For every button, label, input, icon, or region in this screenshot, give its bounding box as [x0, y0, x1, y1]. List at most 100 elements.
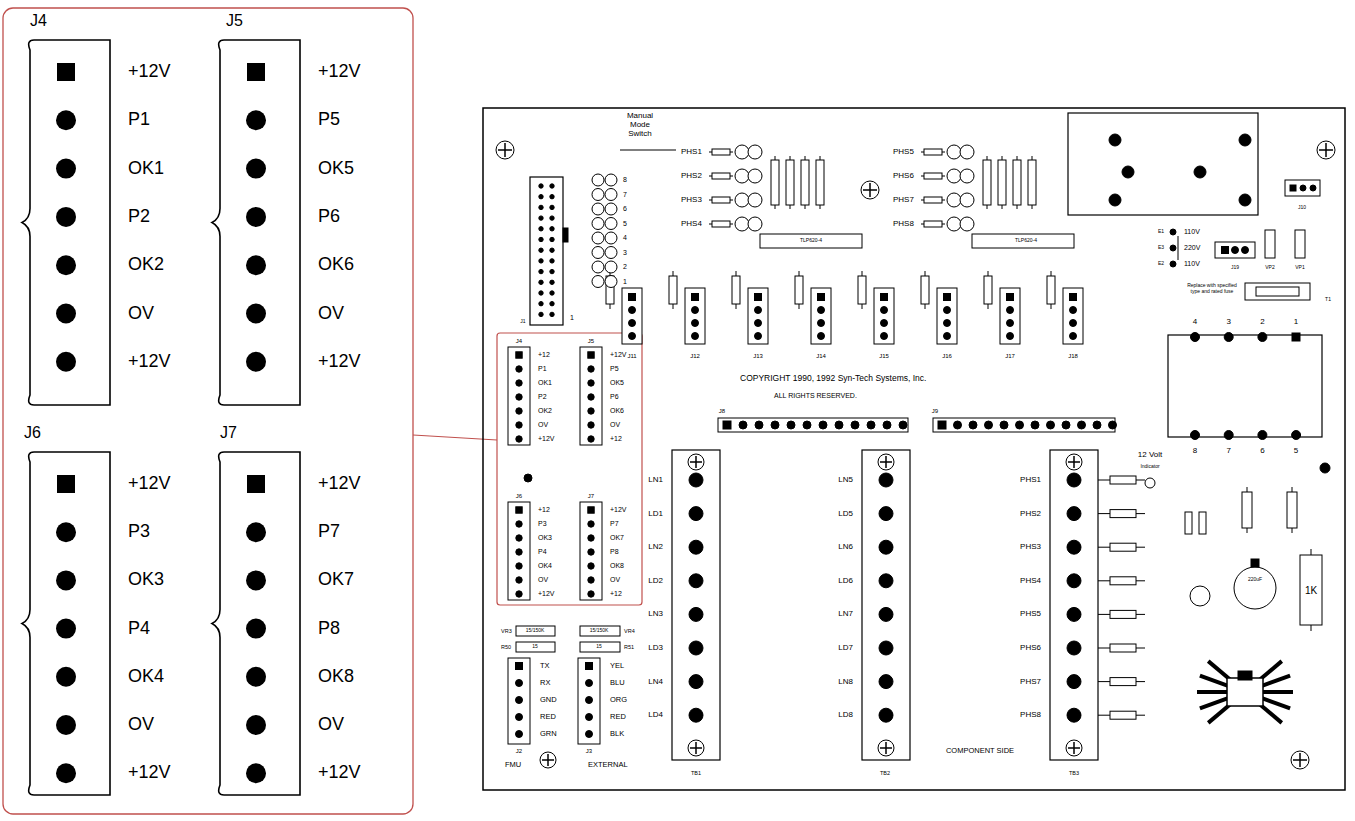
board-label: 12 Volt — [1138, 451, 1162, 460]
board-label: J14 — [816, 353, 826, 360]
resistor-symbol — [984, 276, 992, 304]
pin-label: P5 — [318, 110, 340, 130]
resistor-symbol — [1242, 492, 1252, 528]
resistor-symbol — [1110, 610, 1136, 618]
transistor-symbol — [960, 217, 974, 231]
led-symbol — [735, 145, 749, 159]
board-label: PHS8 — [1020, 711, 1041, 720]
terminal-block — [1050, 450, 1098, 760]
connector-outline — [685, 288, 705, 344]
component-outline — [1295, 230, 1305, 258]
board-label: +12V — [610, 351, 627, 359]
pin — [1070, 307, 1077, 314]
led-symbol — [947, 217, 961, 231]
pin — [516, 366, 522, 372]
terminal-hole — [689, 574, 703, 588]
resistor-symbol — [516, 642, 555, 652]
heatsink-fin — [1262, 676, 1290, 686]
board-label: 15/150K — [590, 628, 609, 634]
resistor-symbol — [924, 197, 942, 203]
heatsink-fin — [1200, 698, 1228, 708]
switch-contact — [605, 218, 617, 230]
board-label: J12 — [690, 353, 700, 360]
pin-square — [247, 63, 265, 81]
board-label: COMPONENT SIDE — [946, 747, 1014, 755]
pin-square — [818, 294, 825, 301]
via-dot — [1320, 463, 1330, 473]
switch-contact — [605, 247, 617, 259]
board-label: LD7 — [838, 644, 853, 653]
pin — [516, 422, 522, 428]
pin — [1258, 333, 1267, 342]
pin — [550, 312, 554, 316]
pin — [516, 394, 522, 400]
mounting-hole — [1325, 143, 1327, 157]
board-label: E1 — [1158, 229, 1164, 235]
connector-name: J7 — [220, 424, 237, 442]
pin — [588, 408, 594, 414]
pin — [586, 697, 593, 704]
board-label: T1 — [1325, 297, 1331, 303]
resistor-symbol — [1300, 555, 1322, 625]
pin — [867, 421, 875, 429]
pin-square — [1070, 294, 1077, 301]
regulator-body — [1227, 678, 1263, 706]
pin — [539, 184, 543, 188]
connector-drawing — [212, 452, 300, 795]
transistor-symbol — [748, 169, 762, 183]
led-symbol — [947, 193, 961, 207]
resistor-symbol — [580, 642, 620, 652]
pin — [246, 619, 266, 639]
board-label: BLU — [610, 679, 625, 687]
pin — [1007, 307, 1014, 314]
terminal-hole — [689, 607, 703, 621]
board-label: PHS5 — [893, 148, 914, 157]
pin-label: OK4 — [128, 667, 164, 687]
board-label: 15 — [596, 644, 602, 650]
pin — [550, 248, 554, 252]
board-label: R50 — [501, 644, 511, 650]
pin — [56, 159, 76, 179]
transistor-symbol — [960, 193, 974, 207]
pin — [588, 521, 594, 527]
terminal-hole — [1067, 574, 1081, 588]
terminal-hole — [879, 574, 893, 588]
board-label: OK2 — [538, 407, 552, 415]
jumper-bar — [1178, 236, 1179, 260]
pin — [1047, 421, 1055, 429]
terminal-hole — [1067, 675, 1081, 689]
board-label: P8 — [610, 548, 619, 556]
board-label: PHS1 — [681, 148, 702, 157]
connector-outline — [622, 288, 642, 344]
pin — [550, 184, 554, 188]
switch-contact — [592, 232, 604, 244]
transistor-symbol — [960, 145, 974, 159]
board-label: PHS5 — [1020, 610, 1041, 619]
resistor-symbol — [1028, 160, 1036, 205]
via-dot — [524, 474, 532, 482]
board-label: PHS3 — [1020, 543, 1041, 552]
resistor-symbol — [712, 173, 730, 179]
board-label: 220uF — [1248, 577, 1262, 583]
pin — [550, 280, 554, 284]
board-label: +12 — [610, 590, 622, 598]
resistor-symbol — [816, 160, 824, 205]
terminal-hole — [689, 675, 703, 689]
pin — [56, 304, 76, 324]
pin-square — [1292, 333, 1300, 341]
board-label: P5 — [610, 365, 619, 373]
board-label: P4 — [538, 548, 547, 556]
connector-outline — [212, 40, 300, 405]
connector-outline — [811, 288, 831, 344]
pin — [56, 570, 76, 590]
board-label: 2 — [623, 263, 627, 271]
pin-label: +12V — [318, 62, 361, 82]
mounting-hole — [1299, 753, 1301, 767]
heatsink-fin — [1200, 676, 1228, 686]
board-label: YEL — [610, 662, 624, 670]
connector-outline — [580, 347, 602, 445]
pin — [588, 394, 594, 400]
pin — [1109, 421, 1117, 429]
board-label: Manual Mode Switch — [620, 112, 660, 138]
